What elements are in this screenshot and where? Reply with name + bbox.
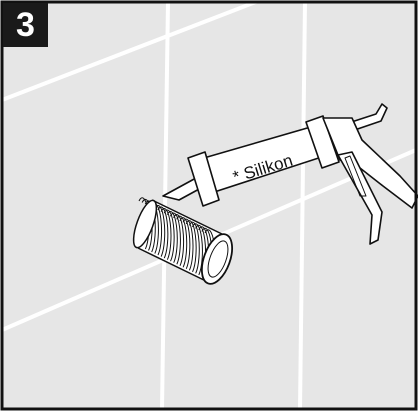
gun-rear-band [305,115,340,169]
caulking-gun-icon [162,103,418,245]
step-number: 3 [16,6,35,44]
pipe-icon [132,197,234,285]
grout-line-diagonal-1 [1,0,267,102]
grout-line-vertical-2 [298,1,307,410]
gun-front-band [187,151,220,207]
step-badge [3,3,48,47]
gun-trigger [337,151,383,245]
pipe-back-end [132,199,158,249]
pipe-inner-rim [207,240,229,278]
